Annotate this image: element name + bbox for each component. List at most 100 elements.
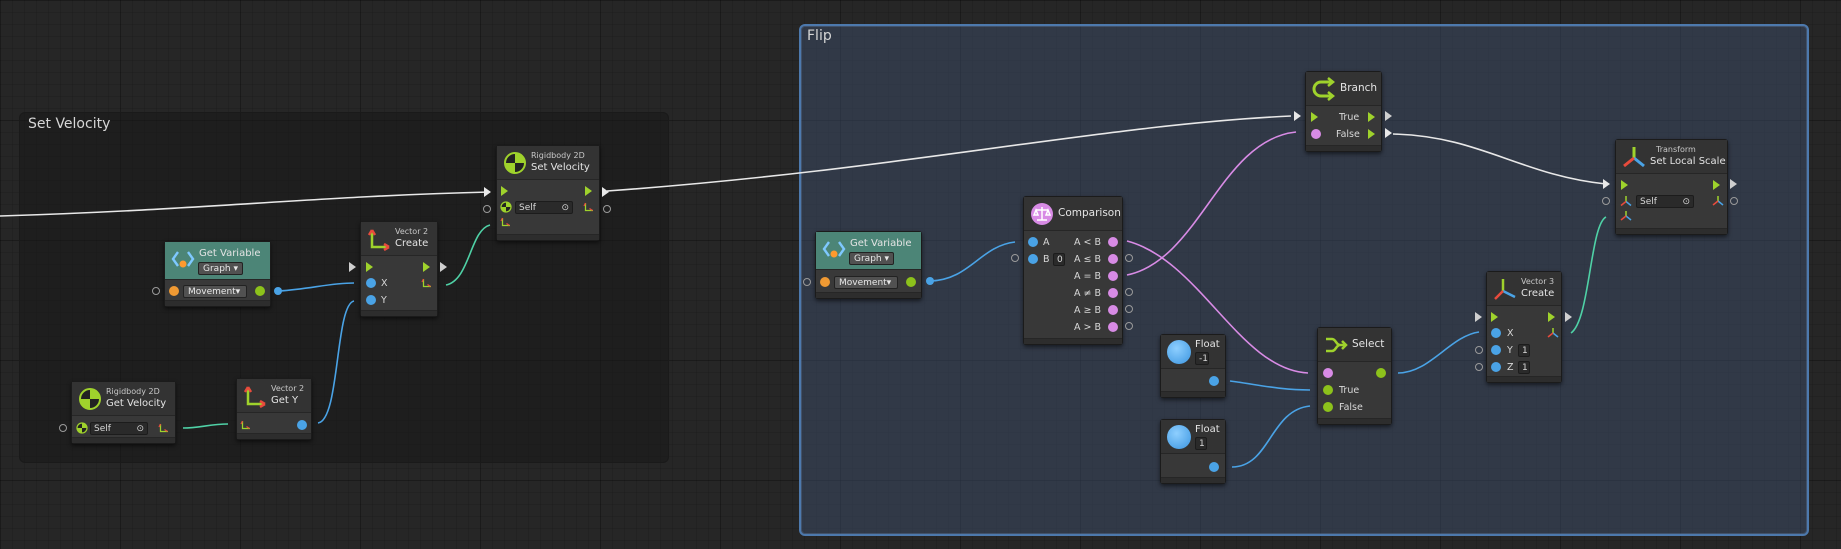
output-label-gt: A > B <box>1074 322 1102 333</box>
output-port-lt[interactable] <box>1108 237 1118 247</box>
node-float-positive[interactable]: Float 1 <box>1160 419 1226 484</box>
flow-output-arrow[interactable] <box>1548 312 1555 322</box>
unconnected-port[interactable] <box>803 278 811 286</box>
vector2-output-icon[interactable] <box>421 277 433 289</box>
y-output-port[interactable] <box>297 420 307 430</box>
condition-input-port[interactable] <box>1311 129 1321 139</box>
flow-output-arrow[interactable] <box>423 262 430 272</box>
group-flip[interactable]: Flip <box>799 24 1809 536</box>
flow-input-arrow[interactable] <box>501 186 508 196</box>
vector3-input-icon[interactable] <box>1620 210 1632 222</box>
float-value-field[interactable]: -1 <box>1195 352 1209 365</box>
unconnected-port[interactable] <box>1730 197 1738 205</box>
node-rigidbody-set-velocity[interactable]: Rigidbody 2D Set Velocity Self⊙ <box>496 145 600 241</box>
node-transform-set-local-scale[interactable]: Transform Set Local Scale Self⊙ <box>1615 139 1728 235</box>
b-input-port[interactable] <box>1028 254 1038 264</box>
unconnected-port[interactable] <box>1125 254 1133 262</box>
flow-output-hollow[interactable] <box>1385 111 1392 121</box>
output-port-ge[interactable] <box>1108 305 1118 315</box>
output-port-ne[interactable] <box>1108 288 1118 298</box>
variable-name-dropdown[interactable]: Movement▾ <box>834 276 898 289</box>
flow-input-connected[interactable] <box>1294 111 1301 121</box>
value-output-port[interactable] <box>906 277 916 287</box>
flow-output-connected[interactable] <box>1385 128 1392 138</box>
flow-input-connected[interactable] <box>484 187 491 197</box>
vector2-input-icon[interactable] <box>240 419 252 431</box>
y-value-field[interactable]: 1 <box>1518 344 1530 357</box>
unconnected-port[interactable] <box>603 205 611 213</box>
flow-output-hollow[interactable] <box>1565 312 1572 322</box>
condition-input-port[interactable] <box>1323 368 1333 378</box>
node-select[interactable]: Select True False <box>1317 327 1392 425</box>
flow-output-arrow[interactable] <box>1713 180 1720 190</box>
node-get-variable-left[interactable]: Get Variable Graph ▾ Movement▾ <box>164 241 271 307</box>
float-output-port[interactable] <box>1209 462 1219 472</box>
unconnected-port[interactable] <box>1125 305 1133 313</box>
vector3-output-icon[interactable] <box>1712 195 1724 207</box>
target-field[interactable]: Self⊙ <box>90 422 148 435</box>
flow-input-arrow[interactable] <box>1491 312 1498 322</box>
variable-kind-dropdown[interactable]: Graph ▾ <box>849 252 894 265</box>
flow-input-hollow[interactable] <box>349 262 356 272</box>
flow-output-hollow[interactable] <box>440 262 447 272</box>
node-rigidbody-get-velocity[interactable]: Rigidbody 2D Get Velocity Self⊙ <box>71 381 176 444</box>
target-field[interactable]: Self⊙ <box>1636 195 1694 208</box>
float-output-port[interactable] <box>1209 376 1219 386</box>
node-vector2-get-y[interactable]: Vector 2 Get Y <box>236 378 312 440</box>
unconnected-port[interactable] <box>152 287 160 295</box>
vector3-output-icon[interactable] <box>1547 327 1559 339</box>
variable-kind-dropdown[interactable]: Graph ▾ <box>198 262 243 275</box>
float-value-field[interactable]: 1 <box>1195 437 1207 450</box>
unconnected-port[interactable] <box>483 205 491 213</box>
z-value-field[interactable]: 1 <box>1518 361 1530 374</box>
flow-input-arrow[interactable] <box>1621 180 1628 190</box>
z-input-port[interactable] <box>1491 362 1501 372</box>
vector2-output-icon[interactable] <box>583 201 595 213</box>
unconnected-port[interactable] <box>59 424 67 432</box>
flow-input-arrow[interactable] <box>1311 112 1318 122</box>
port-label-true: True <box>1339 112 1360 123</box>
x-input-port[interactable] <box>1491 328 1501 338</box>
node-vector2-create[interactable]: Vector 2 Create X Y <box>360 221 438 317</box>
vector2-input-icon[interactable] <box>500 216 512 228</box>
flow-output-arrow[interactable] <box>585 186 592 196</box>
output-port-gt[interactable] <box>1108 322 1118 332</box>
false-output-arrow[interactable] <box>1368 129 1375 139</box>
unconnected-port[interactable] <box>1602 197 1610 205</box>
output-port-le[interactable] <box>1108 254 1118 264</box>
false-input-port[interactable] <box>1323 402 1333 412</box>
true-output-arrow[interactable] <box>1368 112 1375 122</box>
unconnected-port[interactable] <box>1125 322 1133 330</box>
value-output-port[interactable] <box>255 286 265 296</box>
node-vector3-create[interactable]: Vector 3 Create X Y 1 Z 1 <box>1486 271 1562 383</box>
output-port-eq[interactable] <box>1108 271 1118 281</box>
b-value-field[interactable]: 0 <box>1053 253 1065 266</box>
unconnected-port[interactable] <box>1475 346 1483 354</box>
variable-name-port[interactable] <box>169 286 179 296</box>
vector2-output-icon[interactable] <box>158 422 170 434</box>
flow-output-connected[interactable] <box>602 187 609 197</box>
x-input-port[interactable] <box>366 278 376 288</box>
output-label-ne: A ≠ B <box>1074 288 1102 299</box>
node-branch[interactable]: Branch True False <box>1305 71 1382 152</box>
true-input-port[interactable] <box>1323 385 1333 395</box>
flow-input-hollow[interactable] <box>1475 312 1482 322</box>
node-get-variable-right[interactable]: Get Variable Graph ▾ Movement▾ <box>815 231 922 299</box>
a-input-port[interactable] <box>1028 237 1038 247</box>
y-input-port[interactable] <box>366 295 376 305</box>
flow-input-arrow[interactable] <box>366 262 373 272</box>
node-comparison[interactable]: Comparison A B 0 A < B A ≤ B A = B A ≠ B… <box>1023 196 1123 345</box>
select-output-port[interactable] <box>1376 368 1386 378</box>
target-field[interactable]: Self⊙ <box>515 201 573 214</box>
y-input-port[interactable] <box>1491 345 1501 355</box>
unconnected-port[interactable] <box>1125 288 1133 296</box>
variable-name-dropdown[interactable]: Movement▾ <box>183 285 247 298</box>
unconnected-port[interactable] <box>1011 254 1019 262</box>
unconnected-port[interactable] <box>1475 363 1483 371</box>
node-float-negative[interactable]: Float -1 <box>1160 334 1226 398</box>
flow-input-connected[interactable] <box>1603 179 1610 189</box>
node-title: Branch <box>1340 82 1378 94</box>
flow-output-hollow[interactable] <box>1730 179 1737 189</box>
node-category: Vector 3 <box>1521 277 1555 286</box>
variable-name-port[interactable] <box>820 277 830 287</box>
